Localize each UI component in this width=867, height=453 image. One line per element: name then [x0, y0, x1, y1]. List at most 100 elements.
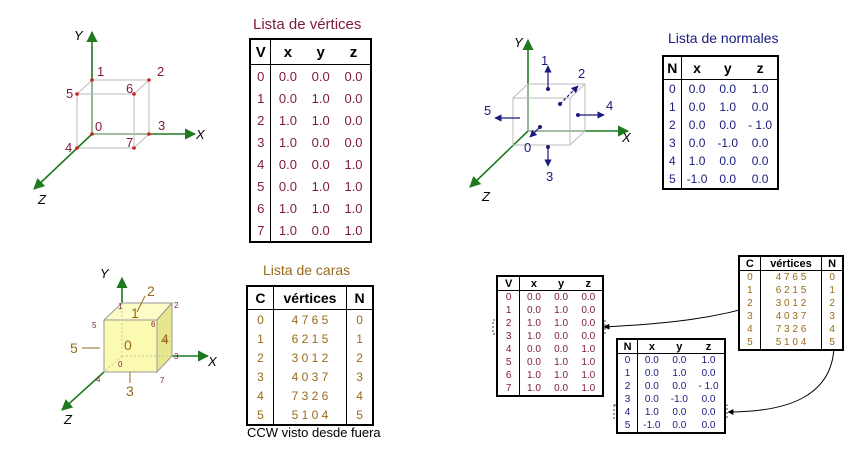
column-header: x [681, 56, 713, 80]
table-cell: 2 [617, 380, 639, 393]
table-cell: 0 [497, 290, 521, 304]
table-cell: 0 [250, 64, 272, 87]
table-cell: 1.0 [644, 407, 659, 418]
table-cell: 0.0 [672, 355, 687, 366]
small-vertex-3: 3 [174, 352, 179, 361]
table-cell: 1.0 [278, 200, 297, 216]
small-vertex-0: 0 [118, 360, 123, 369]
table-cell: - 1.0 [748, 118, 773, 132]
table-cell: 2 [247, 348, 274, 367]
table-cell: 0.0 [751, 172, 769, 186]
table-cell: 0.0 [554, 331, 569, 342]
table-cell: 7 3 2 6 [760, 323, 823, 336]
column-header: vértices [760, 256, 823, 271]
table-cell: 6 2 1 5 [273, 329, 348, 348]
normal-label-5: 5 [484, 103, 491, 118]
table-cell: 4 0 3 7 [760, 310, 823, 323]
table-cell: 3 [617, 393, 639, 406]
table-cell: 0.0 [644, 355, 659, 366]
table-cell: 0.0 [672, 381, 687, 392]
table-cell: 2 [739, 297, 761, 310]
table-cell: 4 [247, 386, 274, 405]
table-cell: 0.0 [581, 292, 596, 303]
table-cell: 3 0 1 2 [273, 348, 348, 367]
table-cell: 4 [663, 152, 682, 170]
table-cell: 2 [356, 350, 363, 365]
table-cell: 0.0 [527, 305, 541, 316]
table-cell: 0.0 [672, 407, 687, 418]
table-cell: 0.0 [581, 331, 596, 342]
table-cell: 0.0 [278, 178, 297, 194]
table-cell: 1.0 [344, 222, 363, 238]
table-cell: 1.0 [554, 370, 569, 381]
x-axis-label-2: X [621, 130, 632, 145]
table-cell: 0.0 [688, 100, 706, 114]
table-cell: 1.0 [527, 383, 541, 394]
table-cell: 4 7 6 5 [760, 270, 823, 284]
table-cell: 1.0 [344, 200, 363, 216]
table-cell: 4 [356, 388, 363, 403]
vertex-list-title: Lista de vértices [253, 16, 362, 33]
table-cell: 0.0 [751, 100, 769, 114]
column-header: N [821, 256, 843, 271]
table-cell: 0.0 [527, 292, 541, 303]
x-axis-label: X [195, 127, 206, 142]
table-cell: 1.0 [344, 156, 363, 172]
table-cell: 0.0 [554, 344, 569, 355]
table-cell: 3 [247, 367, 274, 386]
table-cell: 0.0 [344, 90, 363, 106]
table-cell: 1.0 [311, 178, 330, 194]
column-header: z [693, 339, 725, 354]
table-cell: 0.0 [644, 368, 659, 379]
table-cell: 1.0 [527, 370, 541, 381]
y-axis-label: Y [74, 28, 84, 43]
table-cell: 0 [617, 353, 639, 367]
table-cell: 1.0 [554, 318, 569, 329]
z-axis-label-2: Z [481, 189, 491, 204]
table-cell: 4 [250, 153, 272, 175]
table-cell: 0.0 [554, 292, 569, 303]
face-list-caption: CCW visto desde fuera [247, 425, 381, 440]
y-axis-label-2: Y [514, 35, 524, 50]
table-cell: 1.0 [278, 222, 297, 238]
table-cell: 4 7 6 5 [273, 309, 348, 329]
table-cell: 0.0 [311, 68, 330, 84]
face-cube-figure [61, 276, 210, 411]
table-cell: 7 [250, 219, 272, 242]
table-cell: -1.0 [643, 420, 661, 431]
table-cell: 1.0 [672, 368, 687, 379]
table-cell: 0.0 [311, 156, 330, 172]
table-cell: 1.0 [554, 357, 569, 368]
column-header: y [665, 339, 694, 354]
table-cell: 0.0 [751, 136, 769, 150]
table-cell: 1.0 [688, 154, 706, 168]
table-cell: 0.0 [527, 357, 541, 368]
table-cell: 0.0 [581, 305, 596, 316]
table-cell: 1.0 [554, 305, 569, 316]
table-cell: 5 1 0 4 [273, 405, 348, 425]
table-cell: 1.0 [527, 331, 541, 342]
table-cell: 3 [663, 134, 682, 152]
vertex-label-2: 2 [157, 64, 164, 79]
table-cell: 5 [247, 405, 274, 425]
column-header: x [637, 339, 666, 354]
table-cell: 0.0 [644, 394, 659, 405]
